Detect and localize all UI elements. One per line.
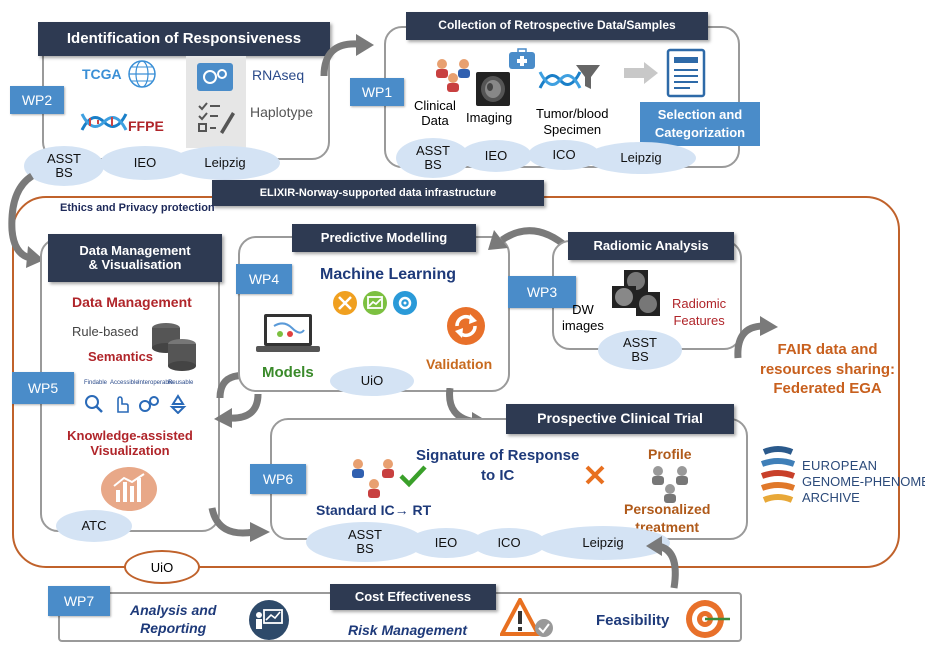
curved-arrow-wp5-wp6 bbox=[208, 504, 274, 544]
validation-label: Validation bbox=[426, 356, 493, 372]
warning-icon bbox=[498, 595, 556, 643]
tumor-label: Tumor/blood Specimen bbox=[536, 106, 609, 137]
dna-icon-2 bbox=[538, 66, 582, 99]
analysis-label: Analysis and Reporting bbox=[130, 602, 217, 636]
wp6-site-leipzig: Leipzig bbox=[536, 526, 670, 560]
fair-accessible: Accessible bbox=[110, 380, 139, 386]
ega-line1: EUROPEAN bbox=[802, 458, 878, 473]
cogs-icon bbox=[138, 394, 160, 419]
wp3-label: WP3 bbox=[508, 276, 576, 308]
wp1-header: Collection of Retrospective Data/Samples bbox=[406, 12, 708, 40]
wp1-label: WP1 bbox=[350, 78, 404, 106]
rule-based-label: Rule-based bbox=[72, 324, 139, 339]
dw-images-label: DW images bbox=[562, 302, 604, 333]
curved-arrow-fair bbox=[730, 310, 780, 360]
gear-icon bbox=[392, 290, 418, 321]
wp2-site-asst: ASST BS bbox=[24, 146, 104, 186]
wp2-site-leipzig: Leipzig bbox=[170, 146, 280, 180]
people-icon bbox=[432, 54, 476, 99]
profile-people-icon bbox=[646, 464, 698, 509]
wp6-label: WP6 bbox=[250, 464, 306, 494]
risk-label: Risk Management bbox=[348, 622, 468, 638]
right-arrow-icon bbox=[624, 62, 658, 89]
chart-circle-icon bbox=[100, 466, 158, 517]
wp6-site-asst: ASST BS bbox=[306, 522, 424, 562]
profile-label: Profile bbox=[648, 446, 692, 462]
dw-images-stack bbox=[606, 270, 666, 320]
wp6-box bbox=[270, 418, 748, 540]
target-icon bbox=[684, 598, 732, 645]
wp1-site-ieo: IEO bbox=[460, 140, 532, 172]
gears-icon bbox=[196, 62, 234, 97]
ega-line2: GENOME-PHENOME bbox=[802, 474, 925, 489]
wp6-site-ieo: IEO bbox=[408, 528, 484, 558]
tcga-label: TCGA bbox=[82, 66, 122, 82]
wp1-site-leipzig: Leipzig bbox=[586, 142, 696, 174]
wp3-site-asst: ASST BS bbox=[598, 330, 682, 370]
check-icon bbox=[398, 464, 428, 493]
wp3-header: Radiomic Analysis bbox=[568, 232, 734, 260]
recycle-icon bbox=[168, 394, 188, 419]
wp4-site-uio: UiO bbox=[330, 366, 414, 396]
wp7-header: Cost Effectiveness bbox=[330, 584, 496, 610]
cross-icon bbox=[584, 464, 606, 491]
ffpe-label: FFPE bbox=[128, 118, 164, 134]
imaging-label: Imaging bbox=[466, 110, 513, 125]
wp1-site-asst: ASST BS bbox=[396, 138, 470, 178]
infrastructure-header: ELIXIR-Norway-supported data infrastruct… bbox=[212, 180, 544, 206]
semantics-label: Semantics bbox=[88, 349, 154, 364]
magnifier-icon bbox=[84, 394, 104, 419]
laptop-icon bbox=[256, 312, 320, 363]
curved-arrow-wp7-wp6 bbox=[644, 530, 690, 590]
database-icon bbox=[148, 320, 200, 379]
fair-sharing-label: FAIR data and resources sharing: Federat… bbox=[760, 341, 896, 397]
hand-icon bbox=[112, 394, 130, 419]
mri-image bbox=[476, 72, 510, 106]
presentation-icon bbox=[248, 600, 290, 645]
haplotype-label: Haplotype bbox=[250, 104, 314, 120]
wp5-site-atc: ATC bbox=[56, 510, 132, 542]
selection-label: Selection and Categorization bbox=[640, 102, 760, 146]
wp2-header: Identification of Responsiveness bbox=[38, 22, 330, 56]
medical-case-icon bbox=[508, 48, 536, 75]
data-management-label: Data Management bbox=[72, 294, 192, 310]
wp7-label: WP7 bbox=[48, 586, 110, 616]
models-label: Models bbox=[262, 364, 314, 381]
refresh-icon bbox=[446, 306, 486, 351]
patients-icon bbox=[346, 456, 406, 505]
fair-findable: Findable bbox=[84, 380, 108, 386]
funnel-icon bbox=[574, 62, 602, 97]
wp6-site-ico: ICO bbox=[472, 528, 546, 558]
standard-ic-label: Standard IC→ RT bbox=[316, 502, 432, 518]
wp5-header: Data Management & Visualisation bbox=[48, 234, 222, 282]
wp4-header: Predictive Modelling bbox=[292, 224, 476, 252]
fair-interoperable: Interoperable bbox=[138, 380, 174, 386]
clinical-data-label: Clinical Data bbox=[414, 98, 456, 128]
tools-icon bbox=[332, 290, 358, 321]
checklist-icon bbox=[196, 100, 236, 141]
uio-bottom-ellipse: UiO bbox=[124, 550, 200, 584]
ega-logo bbox=[758, 444, 798, 517]
chart-icon bbox=[362, 290, 388, 321]
fair-reusable: Reusable bbox=[168, 380, 194, 386]
curved-arrow-wp2-wp5 bbox=[2, 170, 46, 270]
machine-learning-label: Machine Learning bbox=[320, 266, 457, 283]
ethics-label: Ethics and Privacy protection bbox=[60, 202, 215, 214]
globe-icon bbox=[126, 58, 158, 95]
radiomic-features-label: Radiomic Features bbox=[672, 296, 727, 328]
signature-label: Signature of Response to IC bbox=[416, 447, 580, 484]
wp4-label: WP4 bbox=[236, 264, 292, 294]
document-icon bbox=[666, 48, 706, 103]
feasibility-label: Feasibility bbox=[596, 612, 670, 629]
curved-arrow-wp2-wp1 bbox=[318, 32, 378, 82]
knowledge-label: Knowledge-assisted Visualization bbox=[67, 428, 193, 458]
ega-line3: ARCHIVE bbox=[802, 490, 860, 505]
wp2-label: WP2 bbox=[10, 86, 64, 114]
dna-icon bbox=[80, 108, 128, 141]
rnaseq-label: RNAseq bbox=[252, 67, 305, 83]
wp5-label: WP5 bbox=[12, 372, 74, 404]
wp6-header: Prospective Clinical Trial bbox=[506, 404, 734, 434]
